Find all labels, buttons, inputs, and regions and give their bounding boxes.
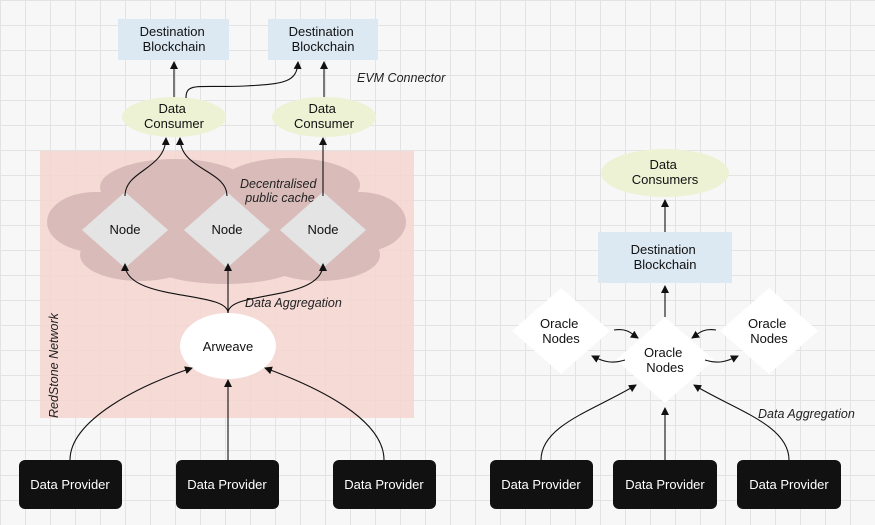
data-consumers: Data Consumers [601,149,729,197]
data-provider-left-1: Data Provider [19,460,122,509]
left-edges [69,61,385,461]
oracle-nodes-1: Oracle Nodes [512,288,610,374]
arweave-storage: Arweave [180,313,276,379]
svg-text:Data Provider: Data Provider [749,477,829,492]
evm-connector-label: EVM Connector [357,71,446,85]
svg-text:Data Consumer: Data Consumer [144,101,205,131]
destination-blockchain-right: Destination Blockchain [598,232,732,283]
redstone-network-label: RedStone Network [47,312,61,418]
data-provider-left-3: Data Provider [333,460,436,509]
svg-text:Destination Blockchain: Destination Blockchain [631,242,700,272]
node-2: Node [184,192,270,268]
svg-text:Data Provider: Data Provider [30,477,110,492]
data-provider-right-1: Data Provider [490,460,593,509]
node-3: Node [280,192,366,268]
right-edges [540,199,790,461]
svg-text:Destination Blockchain: Destination Blockchain [140,24,209,54]
left-aggregation-label: Data Aggregation [245,296,342,310]
svg-text:Data Provider: Data Provider [187,477,267,492]
svg-text:Arweave: Arweave [203,339,254,354]
svg-text:Node: Node [211,222,242,237]
cache-label: Decentralised public cache [240,177,320,205]
data-provider-right-2: Data Provider [613,460,717,509]
oracle-nodes-2: Oracle Nodes [616,317,714,403]
svg-text:Data Provider: Data Provider [501,477,581,492]
svg-text:Data Consumers: Data Consumers [632,157,699,187]
right-aggregation-label: Data Aggregation [758,407,855,421]
data-provider-left-2: Data Provider [176,460,279,509]
data-consumer-1: Data Consumer [122,97,226,137]
oracle-nodes-3: Oracle Nodes [720,288,818,374]
svg-text:Oracle Nodes: Oracle Nodes [644,345,686,375]
svg-text:Node: Node [307,222,338,237]
svg-text:Data Consumer: Data Consumer [294,101,355,131]
svg-text:Data Provider: Data Provider [625,477,705,492]
svg-text:Oracle Nodes: Oracle Nodes [748,316,790,346]
svg-text:Data Provider: Data Provider [344,477,424,492]
node-1: Node [82,192,168,268]
destination-blockchain-1: Destination Blockchain [118,19,229,60]
svg-text:Destination Blockchain: Destination Blockchain [289,24,358,54]
svg-text:Node: Node [109,222,140,237]
data-consumer-2: Data Consumer [272,97,376,137]
destination-blockchain-2: Destination Blockchain [268,19,378,60]
data-provider-right-3: Data Provider [737,460,841,509]
svg-text:Oracle Nodes: Oracle Nodes [540,316,582,346]
